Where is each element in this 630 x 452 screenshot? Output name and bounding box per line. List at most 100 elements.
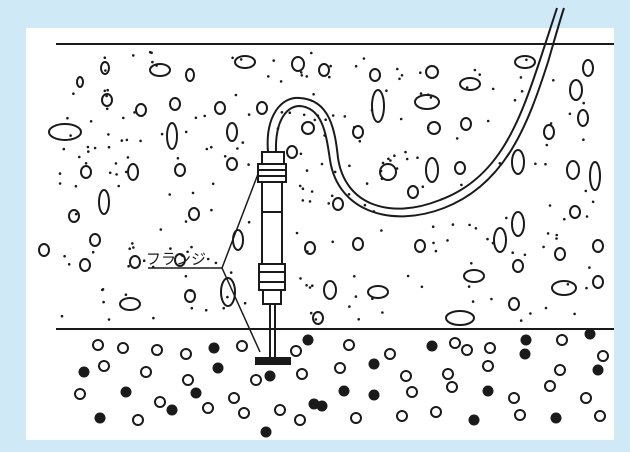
sand-dot [226, 295, 229, 299]
sand-dot [280, 111, 284, 114]
gravel-dark [550, 412, 562, 424]
aggregate-stone [323, 280, 337, 300]
gravel-light [597, 350, 609, 362]
gravel-light [132, 414, 144, 426]
sand-dot [429, 96, 433, 99]
sand-dot [101, 288, 104, 292]
sand-dot [243, 301, 247, 305]
aggregate-stone [569, 79, 583, 101]
sand-dot [102, 300, 105, 304]
sand-dot [398, 77, 401, 81]
aggregate-stone [301, 121, 315, 135]
sand-dot [103, 56, 107, 59]
probe-upper-body [261, 181, 283, 213]
gravel-dark [338, 385, 350, 397]
sand-dot [313, 118, 317, 122]
sand-dot [544, 306, 548, 310]
aggregate-stone [76, 76, 84, 88]
gravel-dark [368, 358, 380, 370]
aggregate-stone [226, 157, 238, 171]
aggregate-stone [512, 259, 524, 273]
sand-dot [128, 247, 131, 250]
sand-dot [184, 130, 188, 134]
gravel-dark [302, 334, 314, 346]
gravel-light [334, 362, 346, 374]
gravel-light [430, 406, 442, 418]
sand-dot [133, 111, 136, 114]
sand-dot [520, 90, 524, 93]
sand-dot [231, 56, 234, 60]
sand-dot [302, 113, 306, 117]
sand-dot [234, 93, 238, 97]
sand-dot [308, 286, 312, 289]
sand-dot [348, 305, 351, 308]
gravel-light [140, 366, 152, 378]
gravel-light [92, 339, 104, 351]
sand-dot [348, 164, 351, 168]
gravel-dark [120, 386, 132, 398]
sand-dot [419, 92, 423, 95]
sand-dot [446, 239, 449, 242]
aggregate-stone [127, 163, 139, 181]
gravel-light [556, 334, 568, 346]
sand-dot [491, 241, 495, 245]
aggregate-stone [445, 310, 475, 326]
sand-dot [86, 145, 90, 149]
sand-dot [139, 139, 142, 143]
sand-dot [467, 285, 471, 288]
sand-dot [513, 98, 517, 102]
sand-dot [239, 58, 243, 61]
sand-dot [105, 107, 109, 111]
sand-dot [190, 306, 194, 310]
sand-dot [62, 147, 66, 151]
sand-dot [206, 257, 210, 261]
sand-dot [568, 112, 572, 116]
sand-dot [58, 182, 62, 185]
gravel-dark [592, 364, 604, 376]
sand-dot [404, 150, 407, 154]
sand-dot [72, 92, 75, 95]
sand-dot [89, 120, 93, 123]
gravel-light [594, 410, 606, 422]
sand-dot [460, 183, 463, 187]
gravel-light [442, 368, 454, 380]
gravel-dark [208, 342, 220, 354]
aggregate-stone [589, 161, 601, 191]
sand-dot [214, 261, 218, 265]
sand-dot [87, 150, 90, 153]
aggregate-stone [214, 101, 226, 115]
aggregate-stone [174, 253, 186, 267]
sand-dot [470, 262, 473, 265]
aggregate-stone [174, 163, 186, 177]
sand-dot [300, 74, 304, 77]
aggregate-stone [592, 239, 604, 253]
sand-dot [124, 170, 128, 174]
gravel-light [98, 360, 110, 372]
sand-dot [131, 242, 134, 245]
probe-top-cap [261, 151, 285, 165]
sand-dot [305, 169, 309, 172]
gravel-light [202, 402, 214, 414]
sand-dot [176, 157, 180, 160]
gravel-dark [264, 370, 276, 382]
sand-dot [247, 220, 251, 224]
sand-dot [588, 266, 591, 269]
sand-dot [194, 116, 198, 120]
aggregate-stone [68, 209, 80, 223]
aggregate-stone [38, 243, 50, 257]
gravel-light [482, 360, 494, 372]
sand-dot [312, 93, 315, 96]
sand-dot [432, 241, 435, 245]
aggregate-stone [185, 68, 195, 82]
sand-dot [155, 64, 158, 67]
flange-lower [258, 263, 286, 291]
sand-dot [329, 64, 333, 68]
sand-dot [471, 300, 475, 303]
gravel-dark [166, 404, 178, 416]
gravel-light [400, 370, 412, 382]
sand-dot [299, 152, 303, 156]
aggregate-stone [119, 297, 141, 311]
sand-dot [545, 143, 549, 147]
sand-dot [519, 76, 523, 79]
sand-dot [379, 169, 383, 173]
